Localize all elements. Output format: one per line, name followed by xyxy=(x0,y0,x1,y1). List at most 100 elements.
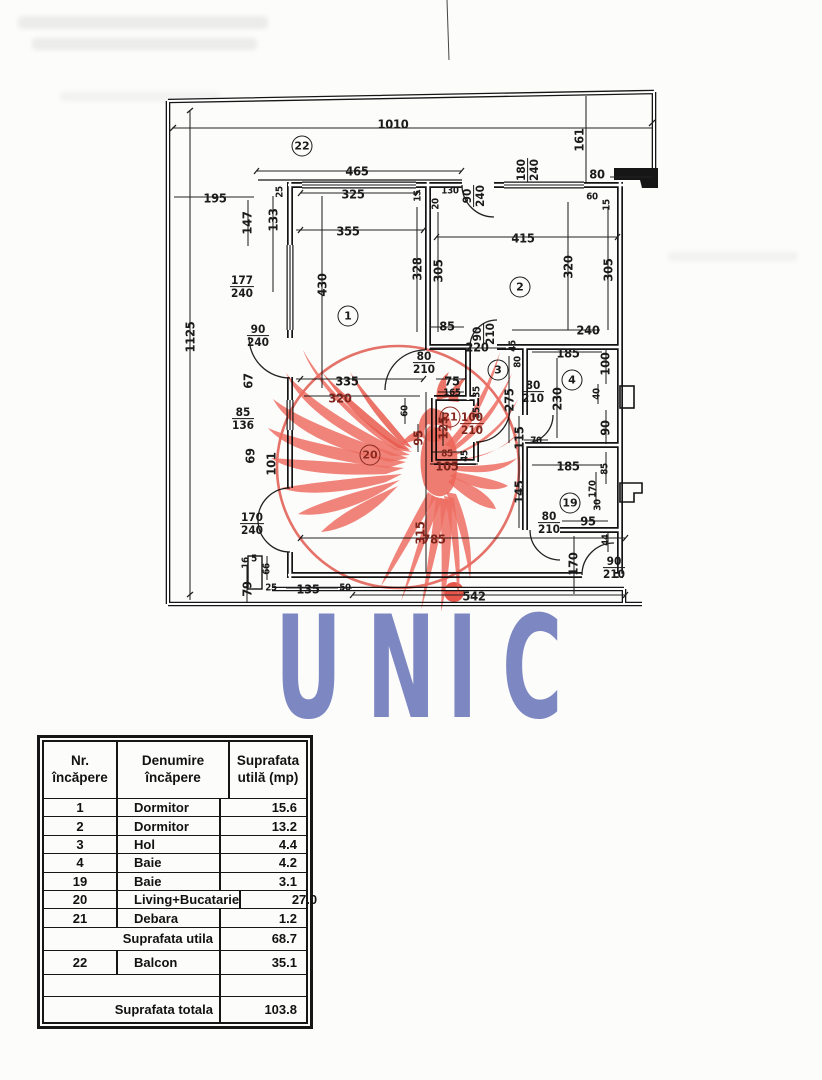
dimension-label: 328 xyxy=(409,257,425,281)
dimension-label: 50 xyxy=(339,582,351,594)
dimension-label: 542 xyxy=(462,588,486,604)
cell-room-name: Debara xyxy=(118,909,221,927)
scan-line xyxy=(446,0,450,61)
scan-artifact xyxy=(668,252,798,261)
dimension-label: 95 xyxy=(410,430,426,446)
empty-row xyxy=(44,974,306,997)
dimension-label: 45 xyxy=(507,340,519,352)
dimension-label: 1125 xyxy=(182,321,198,353)
terrace-walls xyxy=(165,89,658,607)
dimension-label: 79 xyxy=(239,581,255,597)
dimension-label: 90 xyxy=(597,420,613,436)
room-number-badge: 19 xyxy=(559,492,581,514)
total-row: Suprafata totala 103.8 xyxy=(44,996,306,1022)
total-label: Suprafata totala xyxy=(44,996,221,1022)
door-size-denominator: 210 xyxy=(537,522,561,537)
room-number-badge: 22 xyxy=(291,135,313,157)
dimension-label: 335 xyxy=(335,373,359,389)
header-nr: Nr. încăpere xyxy=(44,742,118,798)
door-size-denominator: 240 xyxy=(240,523,264,538)
dimension-label: 101 xyxy=(263,452,279,476)
scan-artifact xyxy=(32,38,257,50)
dimension-label: 185 xyxy=(556,345,580,361)
room-number-badge: 4 xyxy=(561,369,583,391)
door-size-numerator: 170 xyxy=(240,510,264,525)
dimension-label: 15 xyxy=(601,199,613,211)
dimension-label: 1010 xyxy=(377,116,409,132)
cell-room-name: Balcon xyxy=(118,950,221,974)
dimension-label: 133 xyxy=(265,208,281,232)
door-size-numerator: 80 xyxy=(521,379,545,393)
dimension-label: 145 xyxy=(511,480,527,504)
empty-cell xyxy=(221,975,306,996)
scan-artifact xyxy=(18,16,268,29)
dimension-label: 170 xyxy=(587,480,599,498)
dimension-label: 355 xyxy=(336,223,360,239)
dimension-label: 115 xyxy=(511,426,527,450)
room-number-badge: 21 xyxy=(439,406,461,428)
dimension-label: 69 xyxy=(242,448,258,464)
cell-room-area: 27.0 xyxy=(291,892,318,908)
cell-room-number: 21 xyxy=(44,909,118,927)
door-size-numerator: 90 xyxy=(470,322,485,346)
door-size-denominator: 210 xyxy=(602,567,626,582)
cell-room-area: 15.6 xyxy=(271,800,297,816)
dimension-label: 60 xyxy=(586,191,598,203)
door-size-numerator: 80 xyxy=(412,350,436,364)
cell-room-name: Baie xyxy=(118,854,221,872)
total-value: 103.8 xyxy=(264,1001,297,1017)
dimension-label: 785 xyxy=(422,531,446,547)
dimension-label: 30 xyxy=(592,499,604,511)
dimension-label: 70 xyxy=(530,435,542,447)
dimension-label: 35 xyxy=(471,386,483,398)
dimension-label: 95 xyxy=(580,513,596,529)
header-denumire-line2: încăpere xyxy=(145,770,201,785)
dimension-label: 320 xyxy=(328,390,352,406)
dimension-label: 67 xyxy=(240,373,256,389)
dimension-label: 44 xyxy=(600,534,612,546)
cell-room-name: Baie xyxy=(118,872,221,890)
dimension-label: 185 xyxy=(556,458,580,474)
dimension-label: 20 xyxy=(430,198,442,210)
door-size-numerator: 100 xyxy=(460,410,484,425)
dimension-label: 275 xyxy=(501,388,517,412)
cell-room-number: 20 xyxy=(44,890,118,909)
dimension-label: 75 xyxy=(444,373,460,389)
door-size-denominator: 240 xyxy=(473,184,488,208)
dimension-label: 320 xyxy=(560,255,576,279)
cell-room-name: Dormitor xyxy=(118,799,221,817)
cell-room-number: 22 xyxy=(44,950,118,974)
door-size-denominator: 210 xyxy=(521,391,545,406)
dimension-label: 85 xyxy=(439,318,455,334)
subtotal-label: Suprafata utila xyxy=(44,927,221,950)
cell-room-number: 19 xyxy=(44,872,118,890)
cell-room-area: 4.4 xyxy=(278,836,297,852)
door-size-denominator: 210 xyxy=(483,322,498,346)
dimension-label: 25 xyxy=(265,582,277,594)
scan-artifact xyxy=(60,92,220,101)
door-size-denominator: 210 xyxy=(460,423,484,438)
header-suprafata-line1: Suprafata xyxy=(236,753,300,769)
cell-room-area: 1.2 xyxy=(278,910,297,926)
header-nr-line1: Nr. xyxy=(70,753,89,769)
room-number-badge: 20 xyxy=(359,444,381,466)
dimension-label: 465 xyxy=(345,163,369,179)
dimension-label: 165 xyxy=(443,387,461,399)
dimension-label: 16 xyxy=(240,557,252,569)
